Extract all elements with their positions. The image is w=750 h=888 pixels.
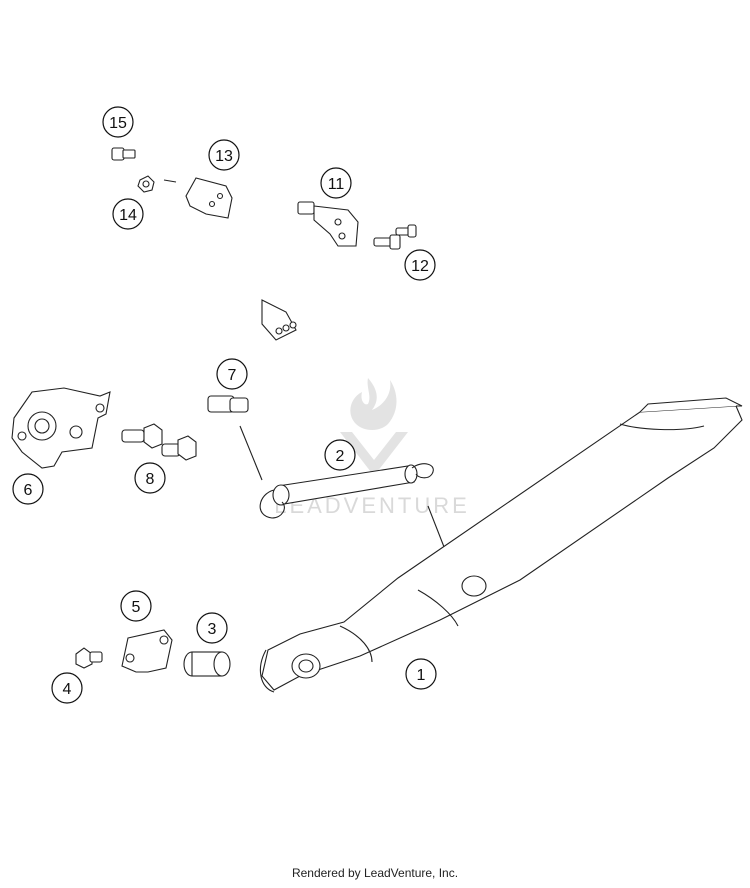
svg-text:7: 7 — [228, 367, 237, 384]
part-13-switch — [163, 177, 233, 219]
callout-4: 7 — [216, 358, 248, 390]
flame-logo-icon — [340, 378, 408, 476]
part-7-plate — [11, 387, 111, 469]
svg-text:12: 12 — [411, 258, 429, 275]
part-11-sensor-cable — [239, 201, 359, 341]
part-4-pin — [207, 395, 263, 481]
svg-text:4: 4 — [63, 681, 72, 698]
callout-14: 14 — [112, 198, 144, 230]
callout-11: 11 — [320, 167, 352, 199]
callout-13: 13 — [208, 139, 240, 171]
svg-text:6: 6 — [24, 482, 33, 499]
svg-text:15: 15 — [109, 115, 127, 132]
callout-5: 5 — [120, 590, 152, 622]
svg-text:14: 14 — [119, 207, 137, 224]
part-8-bolts — [121, 423, 197, 461]
callout-6: 4 — [51, 672, 83, 704]
callout-8: 8 — [134, 462, 166, 494]
part-2-spring — [259, 463, 447, 553]
part-12-screws — [373, 224, 417, 250]
footer-credit: Rendered by LeadVenture, Inc. — [291, 866, 459, 880]
svg-text:2: 2 — [336, 448, 345, 465]
part-6-bolt — [75, 647, 103, 669]
part-14-nut — [137, 175, 155, 193]
part-3-bushing — [183, 651, 231, 677]
callout-15: 15 — [102, 106, 134, 138]
part-15-bolt — [111, 147, 136, 161]
svg-text:8: 8 — [146, 471, 155, 488]
part-1-side-stand — [259, 397, 743, 693]
svg-text:13: 13 — [215, 148, 233, 165]
svg-text:11: 11 — [328, 176, 345, 193]
callout-12: 12 — [404, 249, 436, 281]
callout-1: 1 — [405, 658, 437, 690]
callout-7: 6 — [12, 473, 44, 505]
part-5-bracket — [121, 629, 173, 673]
svg-text:1: 1 — [417, 667, 426, 684]
svg-text:5: 5 — [132, 599, 141, 616]
svg-text:3: 3 — [208, 621, 217, 638]
callout-3: 3 — [196, 612, 228, 644]
callout-2: 2 — [324, 439, 356, 471]
